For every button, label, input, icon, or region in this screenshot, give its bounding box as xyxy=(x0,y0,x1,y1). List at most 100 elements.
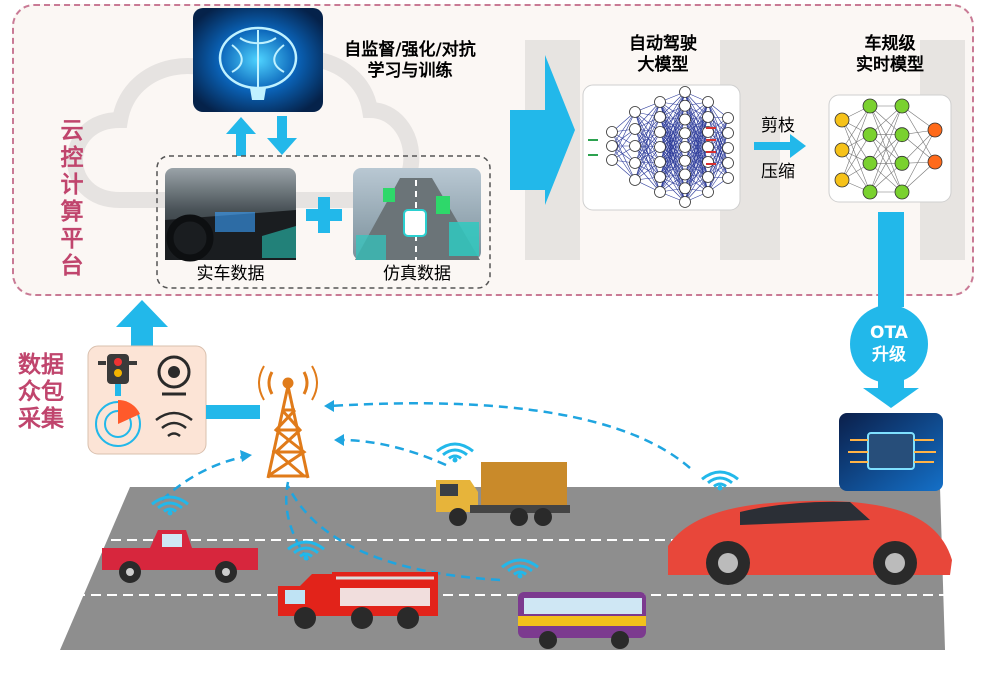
vehicle-wifi-signals xyxy=(151,442,739,579)
wifi-icon xyxy=(513,570,527,576)
network-node xyxy=(629,106,641,118)
ota-down-arrow xyxy=(863,212,919,408)
cloud-platform-label: 云控 计算 平台 xyxy=(52,118,92,280)
network-node xyxy=(629,157,641,169)
network-node xyxy=(722,142,734,154)
sports-car xyxy=(668,500,952,585)
network-node xyxy=(722,157,734,169)
wifi-icon xyxy=(701,470,739,481)
network-node xyxy=(629,140,641,152)
cargo-truck xyxy=(436,462,570,526)
chip-icon xyxy=(839,413,943,491)
cloud-platform-label-line-2: 计算 xyxy=(60,172,84,225)
wifi-icon xyxy=(713,482,727,488)
big-model-label-line-1: 自动驾驶 xyxy=(629,34,697,54)
wifi-icon xyxy=(293,546,319,555)
upgrade-label: 升级 xyxy=(872,345,906,365)
network-node xyxy=(834,172,850,188)
traffic-light-icon xyxy=(98,354,137,396)
wifi-icon xyxy=(707,476,733,485)
network-node xyxy=(654,156,666,168)
camera-icon xyxy=(157,355,191,396)
network-node xyxy=(702,186,714,198)
network-node xyxy=(862,127,878,143)
big-model-label-line-2: 大模型 xyxy=(637,55,689,75)
cloud-platform-label-line-1: 云控 xyxy=(60,118,84,171)
crowd-collection-label-line-1: 数据 xyxy=(18,352,64,378)
network-node xyxy=(834,142,850,158)
network-node xyxy=(722,112,734,124)
wifi-icon xyxy=(442,448,468,457)
network-node xyxy=(654,171,666,183)
brain-data-arrows xyxy=(226,116,297,156)
simulation-data-label: 仿真数据 xyxy=(383,264,451,284)
link-arrowheads xyxy=(240,400,344,462)
data-box xyxy=(156,155,491,289)
training-label: 自监督/强化/对抗 学习与训练 xyxy=(326,40,494,82)
vehicle-model-label: 车规级 实时模型 xyxy=(835,34,945,76)
wifi-icon xyxy=(151,495,189,506)
wifi-icon xyxy=(507,564,533,573)
network-node xyxy=(629,123,641,135)
network-node xyxy=(702,111,714,123)
wifi-icon xyxy=(501,558,539,569)
radar-icon xyxy=(95,399,141,447)
vehicle-model-label-line-2: 实时模型 xyxy=(856,55,924,75)
network-node xyxy=(606,140,618,152)
network-node xyxy=(679,182,691,195)
network-node xyxy=(654,126,666,138)
bus xyxy=(518,592,646,649)
network-node xyxy=(927,154,943,170)
network-node xyxy=(894,98,910,114)
training-label-line-2: 学习与训练 xyxy=(367,61,453,81)
network-node xyxy=(702,156,714,168)
crowd-collection-label-line-2: 众包 xyxy=(18,379,64,405)
big-arrow-icon xyxy=(510,55,575,205)
network-node xyxy=(894,184,910,200)
network-node xyxy=(702,171,714,183)
real-car-data-label: 实车数据 xyxy=(196,264,265,284)
fire-truck xyxy=(278,572,438,629)
training-label-line-1: 自监督/强化/对抗 xyxy=(344,40,476,60)
network-node xyxy=(702,141,714,153)
wifi-icon xyxy=(299,552,313,558)
network-node xyxy=(862,184,878,200)
network-node xyxy=(927,122,943,138)
crowd-collection-label-line-3: 采集 xyxy=(18,406,64,432)
big-model-label: 自动驾驶 大模型 xyxy=(608,34,718,76)
network-node xyxy=(679,154,691,167)
network-node xyxy=(606,154,618,166)
network-node xyxy=(722,172,734,184)
network-node xyxy=(654,141,666,153)
network-node xyxy=(679,141,691,153)
network-node xyxy=(702,96,714,108)
network-node xyxy=(654,186,666,198)
network-node xyxy=(679,196,691,208)
communication-links xyxy=(161,402,691,582)
network-node xyxy=(834,112,850,128)
crowd-up-arrow xyxy=(116,300,168,349)
network-node xyxy=(679,99,691,112)
network-node xyxy=(679,127,691,140)
brain-icon xyxy=(193,8,323,112)
cell-tower-icon xyxy=(258,365,318,479)
real-car-data-image xyxy=(165,168,296,262)
pickup-truck xyxy=(102,530,258,583)
ota-label: OTA xyxy=(870,323,908,343)
ota-upgrade-badge: OTA 升级 xyxy=(850,305,928,383)
network-node xyxy=(629,174,641,186)
wifi-icon xyxy=(163,507,177,513)
plus-icon xyxy=(306,197,342,233)
network-node xyxy=(862,155,878,171)
network-node xyxy=(894,127,910,143)
wifi-icon xyxy=(157,501,183,510)
network-node xyxy=(722,127,734,139)
network-node xyxy=(679,113,691,126)
simulation-data-image xyxy=(353,168,481,260)
crowd-collection-label: 数据 众包 采集 xyxy=(16,352,66,433)
network-node xyxy=(894,155,910,171)
network-node xyxy=(679,168,691,181)
network-node xyxy=(654,96,666,108)
compress-arrow-icon xyxy=(754,134,806,158)
